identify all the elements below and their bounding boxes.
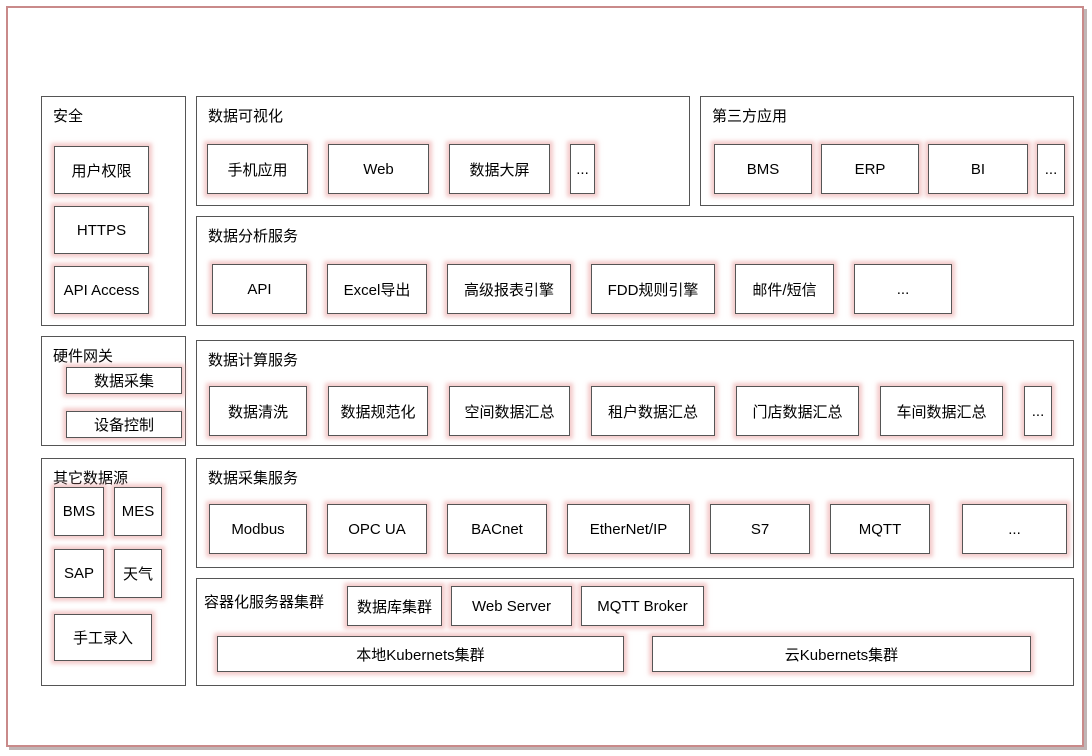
diagram-box: Modbus: [209, 504, 307, 554]
diagram-box: MES: [114, 487, 162, 536]
diagram-box: Web: [328, 144, 429, 194]
diagram-box: ...: [570, 144, 595, 194]
diagram-box: SAP: [54, 549, 104, 598]
section-data-collection-services: 数据采集服务 Modbus OPC UA BACnet EtherNet/IP S7 MQ…: [196, 458, 1074, 568]
diagram-box: EtherNet/IP: [567, 504, 690, 554]
diagram-box: BI: [928, 144, 1028, 194]
diagram-box: 高级报表引擎: [447, 264, 571, 314]
section-security: 安全 用户权限 HTTPS API Access: [41, 96, 186, 326]
diagram-box: ...: [1037, 144, 1065, 194]
hardware-gateway-boxes: 数据采集设备控制: [66, 367, 182, 438]
section-data-visualization: 数据可视化 手机应用 Web 数据大屏...: [196, 96, 690, 206]
diagram-box: 数据库集群: [347, 586, 442, 626]
section-title-data-computing-services: 数据计算服务: [208, 352, 299, 369]
diagram-box: S7: [710, 504, 810, 554]
diagram-box-manual-entry: 手工录入: [54, 614, 152, 661]
diagram-box: 设备控制: [66, 411, 182, 438]
cluster-bottom-boxes: 本地Kubernets集群云Kubernets集群: [217, 636, 1031, 672]
diagram-box: 手机应用: [207, 144, 308, 194]
diagram-box: 数据清洗: [209, 386, 307, 436]
section-data-computing-services: 数据计算服务 数据清洗数据规范化空间数据汇总租户数据汇总门店数据汇总车间数据汇总…: [196, 340, 1074, 446]
section-title-hardware-gateway: 硬件网关: [53, 348, 114, 365]
section-title-security: 安全: [53, 108, 84, 125]
data-visualization-boxes: 手机应用 Web 数据大屏...: [207, 144, 595, 194]
diagram-box: 本地Kubernets集群: [217, 636, 624, 672]
diagram-box: BACnet: [447, 504, 547, 554]
diagram-box: 门店数据汇总: [736, 386, 859, 436]
section-title-data-collection-services: 数据采集服务: [208, 470, 299, 487]
diagram-box: MQTT Broker: [581, 586, 704, 626]
diagram-box: OPC UA: [327, 504, 427, 554]
diagram-box: Excel导出: [327, 264, 427, 314]
section-hardware-gateway: 硬件网关 数据采集设备控制: [41, 336, 186, 446]
diagram-box: 用户权限: [54, 146, 149, 194]
diagram-box: 车间数据汇总: [880, 386, 1003, 436]
diagram-box: FDD规则引擎: [591, 264, 715, 314]
diagram-box: ...: [854, 264, 952, 314]
section-title-data-analysis-services: 数据分析服务: [208, 228, 299, 245]
diagram-box: 数据大屏: [449, 144, 550, 194]
data-computing-boxes: 数据清洗数据规范化空间数据汇总租户数据汇总门店数据汇总车间数据汇总...: [209, 386, 1052, 436]
diagram-box: 数据规范化: [328, 386, 428, 436]
section-title-data-visualization: 数据可视化: [208, 108, 284, 125]
data-analysis-boxes: API Excel导出高级报表引擎 FDD规则引擎邮件/短信...: [212, 264, 952, 314]
section-title-third-party-apps: 第三方应用: [712, 108, 788, 125]
diagram-box: BMS: [54, 487, 104, 536]
data-collection-boxes: Modbus OPC UA BACnet EtherNet/IP S7 MQTT...: [209, 504, 1067, 554]
diagram-box: ...: [962, 504, 1067, 554]
section-title-container-cluster: 容器化服务器集群: [204, 594, 325, 611]
diagram-box: 云Kubernets集群: [652, 636, 1031, 672]
diagram-box: HTTPS: [54, 206, 149, 254]
section-title-other-data-sources: 其它数据源: [53, 470, 129, 487]
diagram-box: MQTT: [830, 504, 930, 554]
diagram-box: 空间数据汇总: [449, 386, 570, 436]
diagram-box: 租户数据汇总: [591, 386, 715, 436]
diagram-box: ERP: [821, 144, 919, 194]
diagram-box: ...: [1024, 386, 1052, 436]
section-data-analysis-services: 数据分析服务 API Excel导出高级报表引擎 FDD规则引擎邮件/短信...: [196, 216, 1074, 326]
diagram-box: BMS: [714, 144, 812, 194]
diagram-box: API Access: [54, 266, 149, 314]
diagram-box: 天气: [114, 549, 162, 598]
diagram-outer-frame: 安全 用户权限 HTTPS API Access 硬件网关 数据采集设备控制 其它数…: [6, 6, 1084, 747]
diagram-box: API: [212, 264, 307, 314]
security-boxes: 用户权限 HTTPS API Access: [54, 146, 149, 314]
diagram-box: 邮件/短信: [735, 264, 834, 314]
diagram-box: 数据采集: [66, 367, 182, 394]
diagram-box: Web Server: [451, 586, 572, 626]
